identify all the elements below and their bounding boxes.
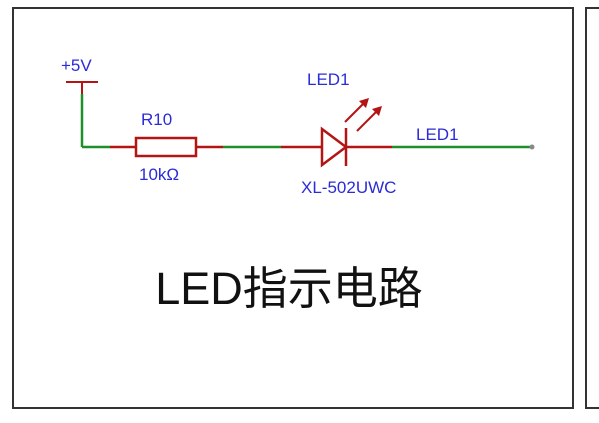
emission-arrowhead-1 — [359, 98, 369, 108]
resistor-r10[interactable]: R10 10kΩ — [110, 110, 223, 184]
adjacent-frame-edge — [585, 7, 599, 409]
emission-arrowhead-2 — [372, 106, 382, 116]
net-label-group[interactable]: LED1 — [416, 125, 535, 150]
net-label: LED1 — [416, 125, 459, 144]
power-label: +5V — [61, 56, 92, 75]
power-symbol[interactable]: +5V — [61, 56, 98, 94]
led-designator: LED1 — [307, 70, 350, 89]
emission-arrow-2 — [356, 108, 380, 132]
net-endpoint — [529, 144, 535, 150]
schematic-frame — [12, 7, 574, 409]
wires — [80, 94, 532, 149]
diagram-caption: LED指示电路 — [155, 263, 423, 314]
led-triangle — [320, 126, 349, 168]
led-emission-arrows-icon — [344, 98, 382, 132]
led-diode[interactable]: LED1 XL-502UWC — [281, 70, 396, 197]
led-part-number: XL-502UWC — [301, 178, 396, 197]
resistor-value: 10kΩ — [139, 165, 179, 184]
resistor-designator: R10 — [141, 110, 172, 129]
